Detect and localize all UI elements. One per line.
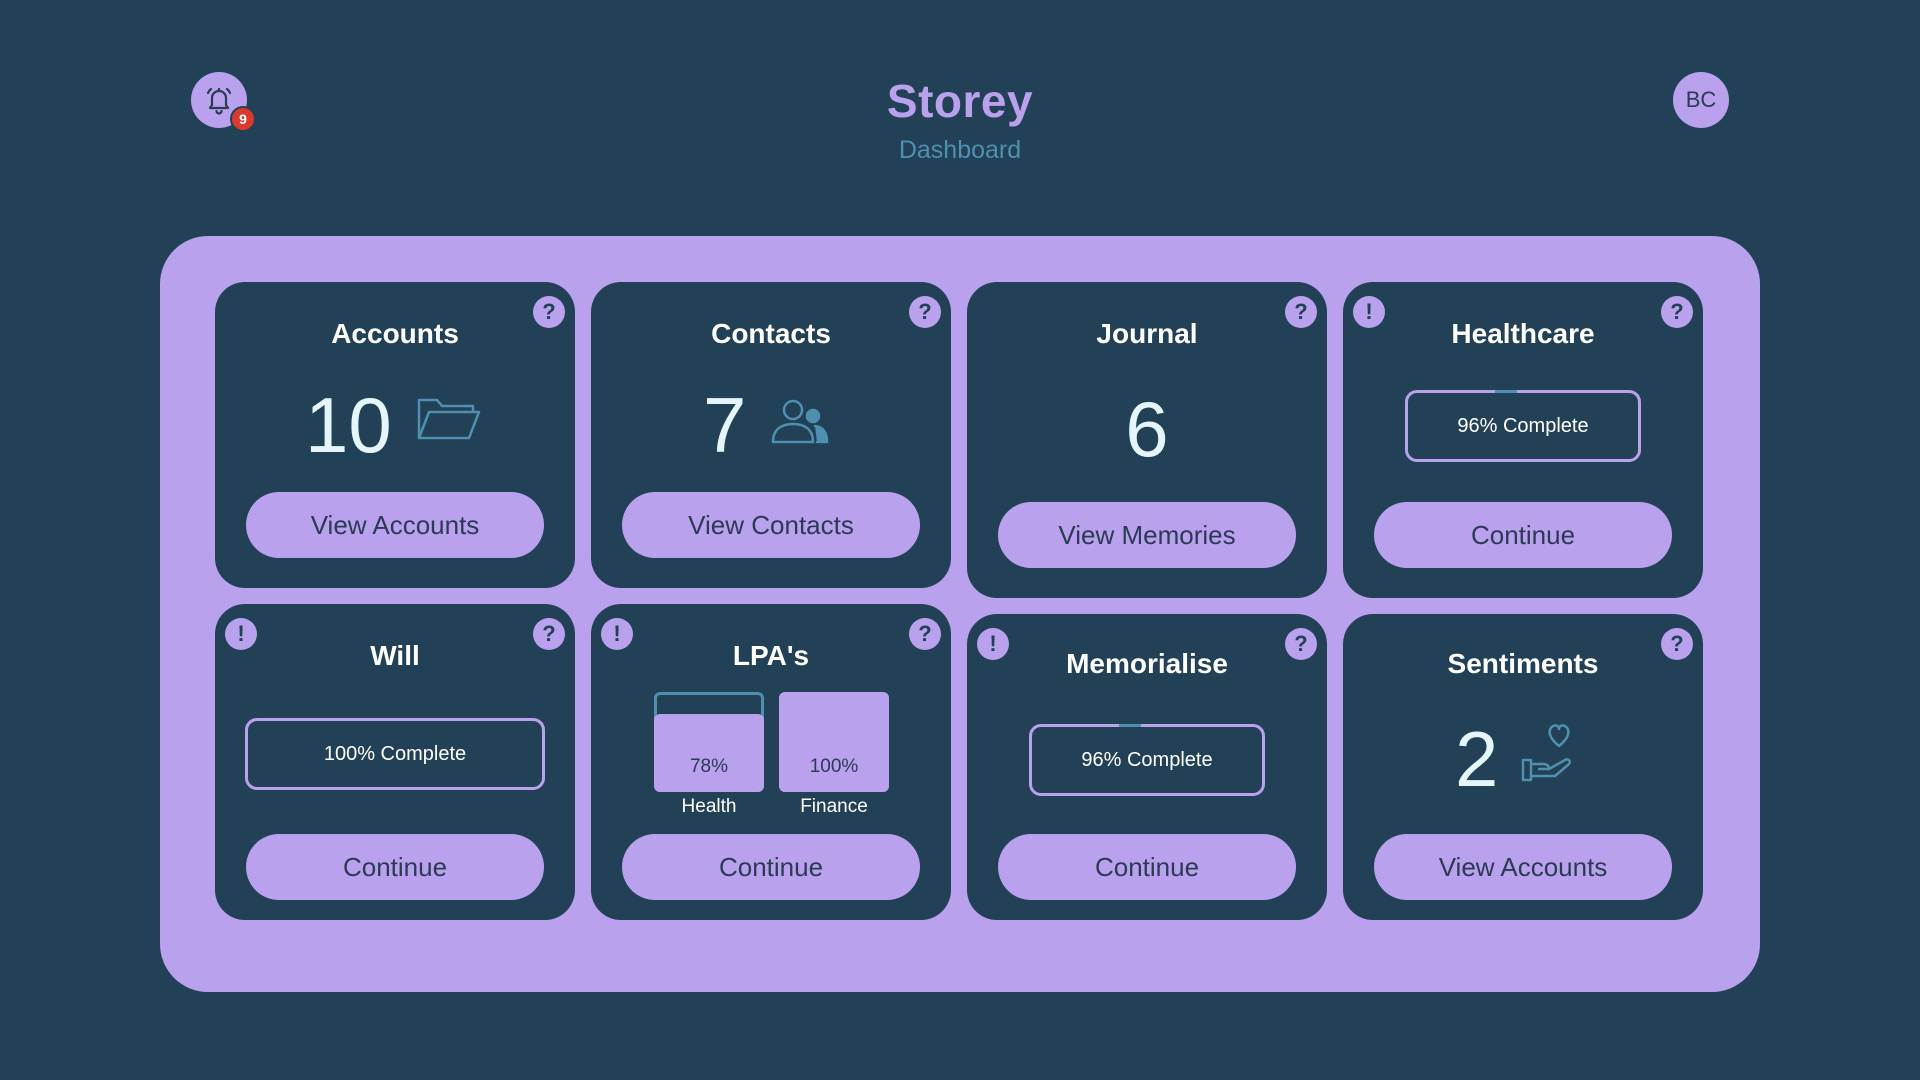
view-contacts-button[interactable]: View Contacts — [622, 492, 920, 558]
contacts-title: Contacts — [591, 318, 951, 350]
notification-count-badge: 9 — [230, 106, 256, 132]
lpas-card: ! LPA's ? 78% Health 100% Finance Contin… — [591, 604, 951, 920]
help-icon[interactable]: ? — [533, 296, 565, 328]
view-memories-button[interactable]: View Memories — [998, 502, 1296, 568]
sentiments-count: 2 — [1455, 720, 1498, 798]
healthcare-title: Healthcare — [1343, 318, 1703, 350]
healthcare-progress-marker — [1495, 390, 1517, 393]
people-icon — [769, 398, 831, 446]
accounts-count: 10 — [305, 386, 392, 464]
healthcare-card: ! Healthcare ? 96% Complete Continue — [1343, 282, 1703, 598]
will-title: Will — [215, 640, 575, 672]
will-card: ! Will ? 100% Complete Continue — [215, 604, 575, 920]
journal-title: Journal — [967, 318, 1327, 350]
healthcare-progress: 96% Complete — [1405, 390, 1641, 462]
finance-bar-percent: 100% — [779, 756, 889, 778]
contacts-card: Contacts ? 7 View Contacts — [591, 282, 951, 588]
sentiments-view-accounts-button[interactable]: View Accounts — [1374, 834, 1672, 900]
memorialise-card: ! Memorialise ? 96% Complete Continue — [967, 614, 1327, 920]
heart-hand-icon — [1521, 720, 1583, 784]
help-icon[interactable]: ? — [909, 618, 941, 650]
lpas-title: LPA's — [591, 640, 951, 672]
accounts-title: Accounts — [215, 318, 575, 350]
help-icon[interactable]: ? — [533, 618, 565, 650]
memorialise-progress: 96% Complete — [1029, 724, 1265, 796]
sentiments-title: Sentiments — [1343, 648, 1703, 680]
user-avatar[interactable]: BC — [1673, 72, 1729, 128]
memorialise-progress-marker — [1119, 724, 1141, 727]
healthcare-progress-text: 96% Complete — [1457, 415, 1588, 438]
contacts-count: 7 — [703, 386, 746, 464]
accounts-card: Accounts ? 10 View Accounts — [215, 282, 575, 588]
finance-bar-label: Finance — [779, 796, 889, 818]
page-subtitle: Dashboard — [760, 136, 1160, 165]
help-icon[interactable]: ? — [1661, 296, 1693, 328]
health-bar-label: Health — [654, 796, 764, 818]
healthcare-continue-button[interactable]: Continue — [1374, 502, 1672, 568]
memorialise-title: Memorialise — [967, 648, 1327, 680]
memorialise-continue-button[interactable]: Continue — [998, 834, 1296, 900]
will-progress: 100% Complete — [245, 718, 545, 790]
dashboard-panel: Accounts ? 10 View Accounts Contacts ? 7… — [160, 236, 1760, 992]
help-icon[interactable]: ? — [1661, 628, 1693, 660]
will-progress-text: 100% Complete — [324, 743, 466, 766]
help-icon[interactable]: ? — [1285, 296, 1317, 328]
sentiments-card: Sentiments ? 2 View Accounts — [1343, 614, 1703, 920]
folder-icon — [417, 394, 481, 444]
lpas-continue-button[interactable]: Continue — [622, 834, 920, 900]
journal-card: Journal ? 6 View Memories — [967, 282, 1327, 598]
help-icon[interactable]: ? — [909, 296, 941, 328]
journal-count: 6 — [967, 390, 1327, 468]
health-bar-fill — [654, 714, 764, 792]
health-bar-percent: 78% — [654, 756, 764, 778]
help-icon[interactable]: ? — [1285, 628, 1317, 660]
view-accounts-button[interactable]: View Accounts — [246, 492, 544, 558]
will-continue-button[interactable]: Continue — [246, 834, 544, 900]
memorialise-progress-text: 96% Complete — [1081, 749, 1212, 772]
app-title: Storey — [760, 74, 1160, 128]
